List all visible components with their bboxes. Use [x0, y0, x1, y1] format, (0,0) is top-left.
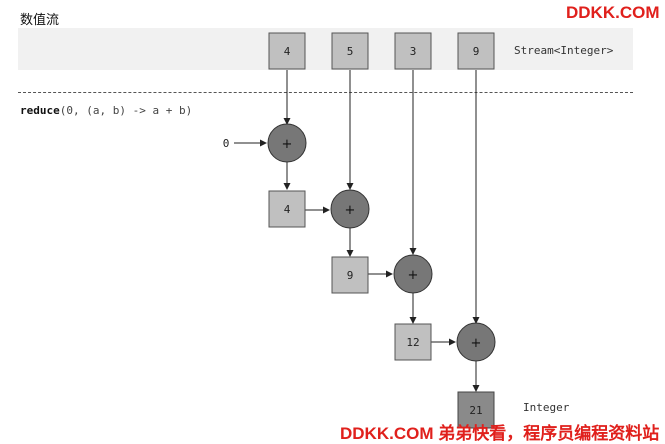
- plus-symbol: +: [282, 137, 293, 152]
- stream-element-box: [331, 32, 369, 70]
- plus-operation-circle: [456, 322, 496, 362]
- stream-element-box: [394, 32, 432, 70]
- intermediate-result-box: [331, 256, 369, 294]
- intermediate-value: 4: [284, 203, 291, 216]
- reduce-keyword: reduce: [20, 104, 60, 117]
- plus-operation-circle: [267, 123, 307, 163]
- result-type-label: Integer: [523, 401, 570, 414]
- plus-operation-circle: [393, 254, 433, 294]
- final-result-box: [457, 391, 495, 429]
- initial-value: 0: [223, 137, 230, 150]
- stream-band: [18, 28, 633, 70]
- stream-value: 3: [410, 45, 417, 58]
- intermediate-value: 12: [406, 336, 419, 349]
- intermediate-result-box: [268, 190, 306, 228]
- reduce-expression: reduce(0, (a, b) -> a + b): [20, 104, 192, 117]
- plus-symbol: +: [408, 268, 419, 283]
- page-title: 数值流: [20, 13, 60, 28]
- plus-symbol: +: [345, 203, 356, 218]
- final-result-value: 21: [469, 404, 482, 417]
- footer-watermark: DDKK.COM 弟弟快看，程序员编程资料站: [340, 424, 660, 443]
- brand-logo: DDKK.COM: [566, 3, 660, 22]
- stream-type-label: Stream<Integer>: [514, 44, 614, 57]
- stream-value: 9: [473, 45, 480, 58]
- reduce-arguments: (0, (a, b) -> a + b): [59, 104, 193, 117]
- stream-element-box: [457, 32, 495, 70]
- stream-element-box: [268, 32, 306, 70]
- stream-value: 5: [347, 45, 354, 58]
- intermediate-value: 9: [347, 269, 354, 282]
- intermediate-result-box: [394, 323, 432, 361]
- section-divider: [18, 92, 633, 93]
- stream-value: 4: [284, 45, 291, 58]
- plus-symbol: +: [471, 336, 482, 351]
- plus-operation-circle: [330, 189, 370, 229]
